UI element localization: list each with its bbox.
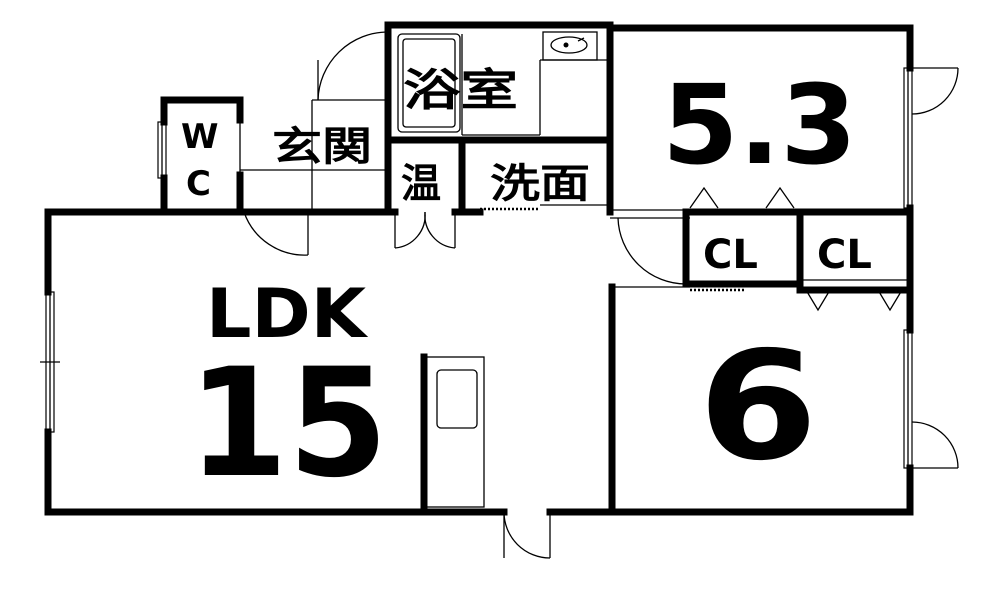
label-bedroom-south-size: 6 [698,320,818,494]
label-bedroom-north-size: 5.3 [662,61,857,189]
room-labels: 浴室 玄関 W C 温 洗面 CL CL LDK 15 5.3 6 [181,61,872,511]
label-ldk-size: 15 [188,337,388,511]
detail-lines [239,31,908,508]
label-wc-w: W [181,117,219,157]
walls [44,21,914,516]
label-closet-right: CL [817,232,872,278]
label-entrance: 玄関 [272,124,372,170]
label-closet-left: CL [703,232,758,278]
door-swings [243,31,959,559]
label-bath: 浴室 [403,65,518,116]
label-wc-c: C [186,164,211,204]
label-washroom: 洗面 [490,161,590,207]
label-water-heater: 温 [401,161,441,207]
label-ldk: LDK [206,275,368,354]
